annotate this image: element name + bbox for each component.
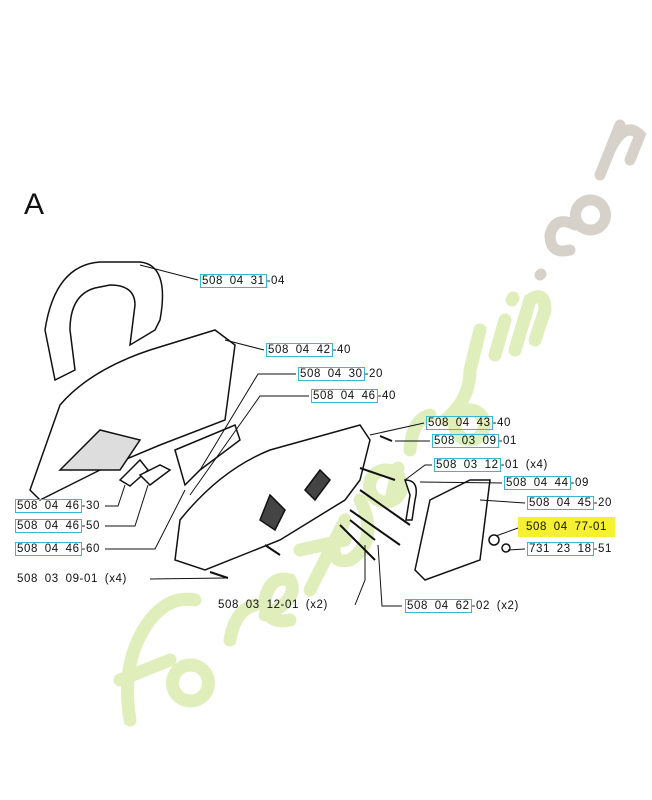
part-label[interactable]: 508 03 12-01 (x2) (218, 598, 328, 612)
part-number: 508 04 43 (426, 416, 493, 430)
part-label[interactable]: 508 04 31-04 (200, 274, 285, 288)
part-number: 508 03 09-01 (x4) (17, 573, 127, 585)
part-suffix: -01 (498, 435, 517, 447)
nut-part (488, 534, 500, 546)
part-label[interactable]: 508 04 46-40 (311, 389, 396, 403)
handle-part (44, 261, 164, 382)
part-number: 508 04 45 (527, 496, 594, 510)
part-number: 508 03 12 (434, 458, 501, 472)
part-suffix: -40 (492, 417, 511, 429)
part-label[interactable]: 508 04 46-60 (15, 542, 100, 556)
part-number: 508 04 31 (200, 274, 267, 288)
part-label[interactable]: 508 04 43-40 (426, 416, 511, 430)
part-suffix: -20 (593, 497, 612, 509)
part-number: 508 04 30 (298, 367, 365, 381)
watermark-logo (113, 119, 647, 727)
part-suffix: -40 (377, 390, 396, 402)
part-number: 508 04 44 (504, 476, 571, 490)
part-number: 508 03 09 (432, 434, 499, 448)
part-number: 508 03 12-01 (x2) (218, 599, 328, 611)
trigger-part (138, 464, 172, 486)
part-number: 508 04 77 (526, 521, 589, 533)
chain-cover-part (414, 479, 491, 581)
part-suffix: -01 (x4) (500, 459, 548, 471)
part-label[interactable]: 508 03 12-01 (x4) (434, 458, 548, 472)
part-suffix: -60 (81, 543, 100, 555)
part-suffix: -04 (266, 275, 285, 287)
part-suffix: -51 (593, 543, 612, 555)
part-label[interactable]: 508 04 62-02 (x2) (405, 599, 519, 613)
part-label[interactable]: 731 23 18-51 (527, 542, 612, 556)
part-label[interactable]: 508 04 46-50 (15, 519, 100, 533)
part-label[interactable]: 508 04 45-20 (527, 496, 612, 510)
section-letter: A (24, 188, 45, 221)
part-number: 508 04 46 (15, 542, 82, 556)
part-suffix: -20 (364, 368, 383, 380)
part-label[interactable]: 508 03 09-01 (432, 434, 517, 448)
part-suffix: -09 (570, 477, 589, 489)
part-label[interactable]: 508 04 42-40 (266, 343, 351, 357)
washer-part (501, 543, 511, 553)
strip-part (403, 479, 417, 521)
part-number: 508 04 46 (311, 389, 378, 403)
part-number: 731 23 18 (527, 542, 594, 556)
leader-lines (105, 264, 526, 607)
part-suffix: -30 (81, 500, 100, 512)
lever-part (118, 458, 150, 487)
part-suffix: -02 (x2) (471, 600, 519, 612)
part-suffix: -40 (332, 344, 351, 356)
part-number: 508 04 42 (266, 343, 333, 357)
part-label-highlighted[interactable]: 508 04 77-01 (518, 517, 615, 537)
part-number: 508 04 62 (405, 599, 472, 613)
screws (209, 435, 411, 579)
part-label[interactable]: 508 03 09-01 (x4) (17, 572, 127, 586)
part-label[interactable]: 508 04 30-20 (298, 367, 383, 381)
part-number: 508 04 46 (15, 519, 82, 533)
part-label[interactable]: 508 04 44-09 (504, 476, 589, 490)
part-label[interactable]: 508 04 46-30 (15, 499, 100, 513)
part-number: 508 04 46 (15, 499, 82, 513)
parts (29, 261, 511, 581)
part-suffix: -01 (588, 521, 607, 533)
part-suffix: -50 (81, 520, 100, 532)
